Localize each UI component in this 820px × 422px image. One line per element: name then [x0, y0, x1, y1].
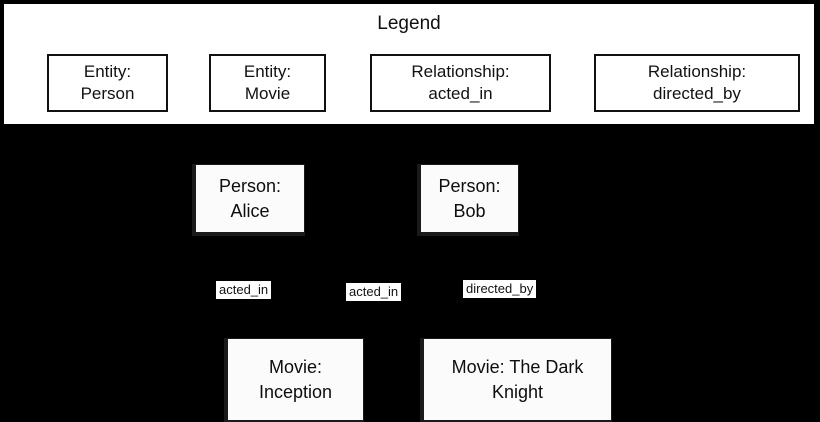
legend-item-entity-movie: Entity: Movie: [209, 54, 326, 112]
legend-item-line2: directed_by: [653, 84, 741, 103]
node-label-line2: Inception: [258, 381, 333, 402]
edge-layer: [245, 235, 514, 339]
node-label-line1: Movie: The Dark: [451, 356, 584, 377]
graph-node-movie-inception[interactable]: Movie: Inception: [224, 338, 364, 422]
graph-node-movie-dark-knight[interactable]: Movie: The Dark Knight: [420, 338, 612, 422]
node-label-line2: Alice: [230, 200, 270, 221]
edge-arrow-alice-inception: [245, 330, 253, 339]
legend-item-relationship-directed-by: Relationship: directed_by: [594, 54, 800, 112]
node-label-line2: Bob: [453, 200, 486, 221]
edge-arrow-bob-dark-knight: [506, 327, 514, 339]
legend-item-entity-person: Entity: Person: [47, 54, 168, 112]
legend-title: Legend: [377, 13, 441, 34]
legend-item-line1: Entity:: [243, 62, 292, 81]
edge-arrow-alice-dark-knight: [419, 327, 431, 339]
legend-item-line2: Person: [80, 84, 135, 103]
graph-node-person-alice[interactable]: Person: Alice: [192, 164, 305, 236]
graph-node-person-bob[interactable]: Person: Bob: [417, 164, 519, 236]
edge-label-acted-in-alice-inception: acted_in: [216, 281, 272, 299]
legend-item-line2: acted_in: [428, 84, 493, 103]
legend-item-relationship-acted-in: Relationship: acted_in: [370, 54, 551, 112]
legend-item-line2: Movie: [244, 84, 291, 103]
legend-item-line1: Relationship:: [411, 62, 510, 81]
node-label-line1: Person:: [438, 175, 501, 196]
edge-label-directed-by-bob-dark-knight: directed_by: [463, 280, 537, 298]
legend-item-line1: Entity:: [83, 62, 132, 81]
node-label-line2: Knight: [491, 381, 544, 402]
node-label-line1: Person:: [218, 175, 282, 196]
graph-canvas: Person: Alice Person: Bob Movie: Incepti…: [0, 131, 820, 422]
edge-label-acted-in-alice-dark-knight: acted_in: [346, 283, 402, 301]
node-label-line1: Movie:: [268, 356, 322, 377]
legend-panel: Legend Entity: Person Entity: Movie Rela…: [2, 2, 816, 126]
legend-item-line1: Relationship:: [647, 62, 747, 81]
